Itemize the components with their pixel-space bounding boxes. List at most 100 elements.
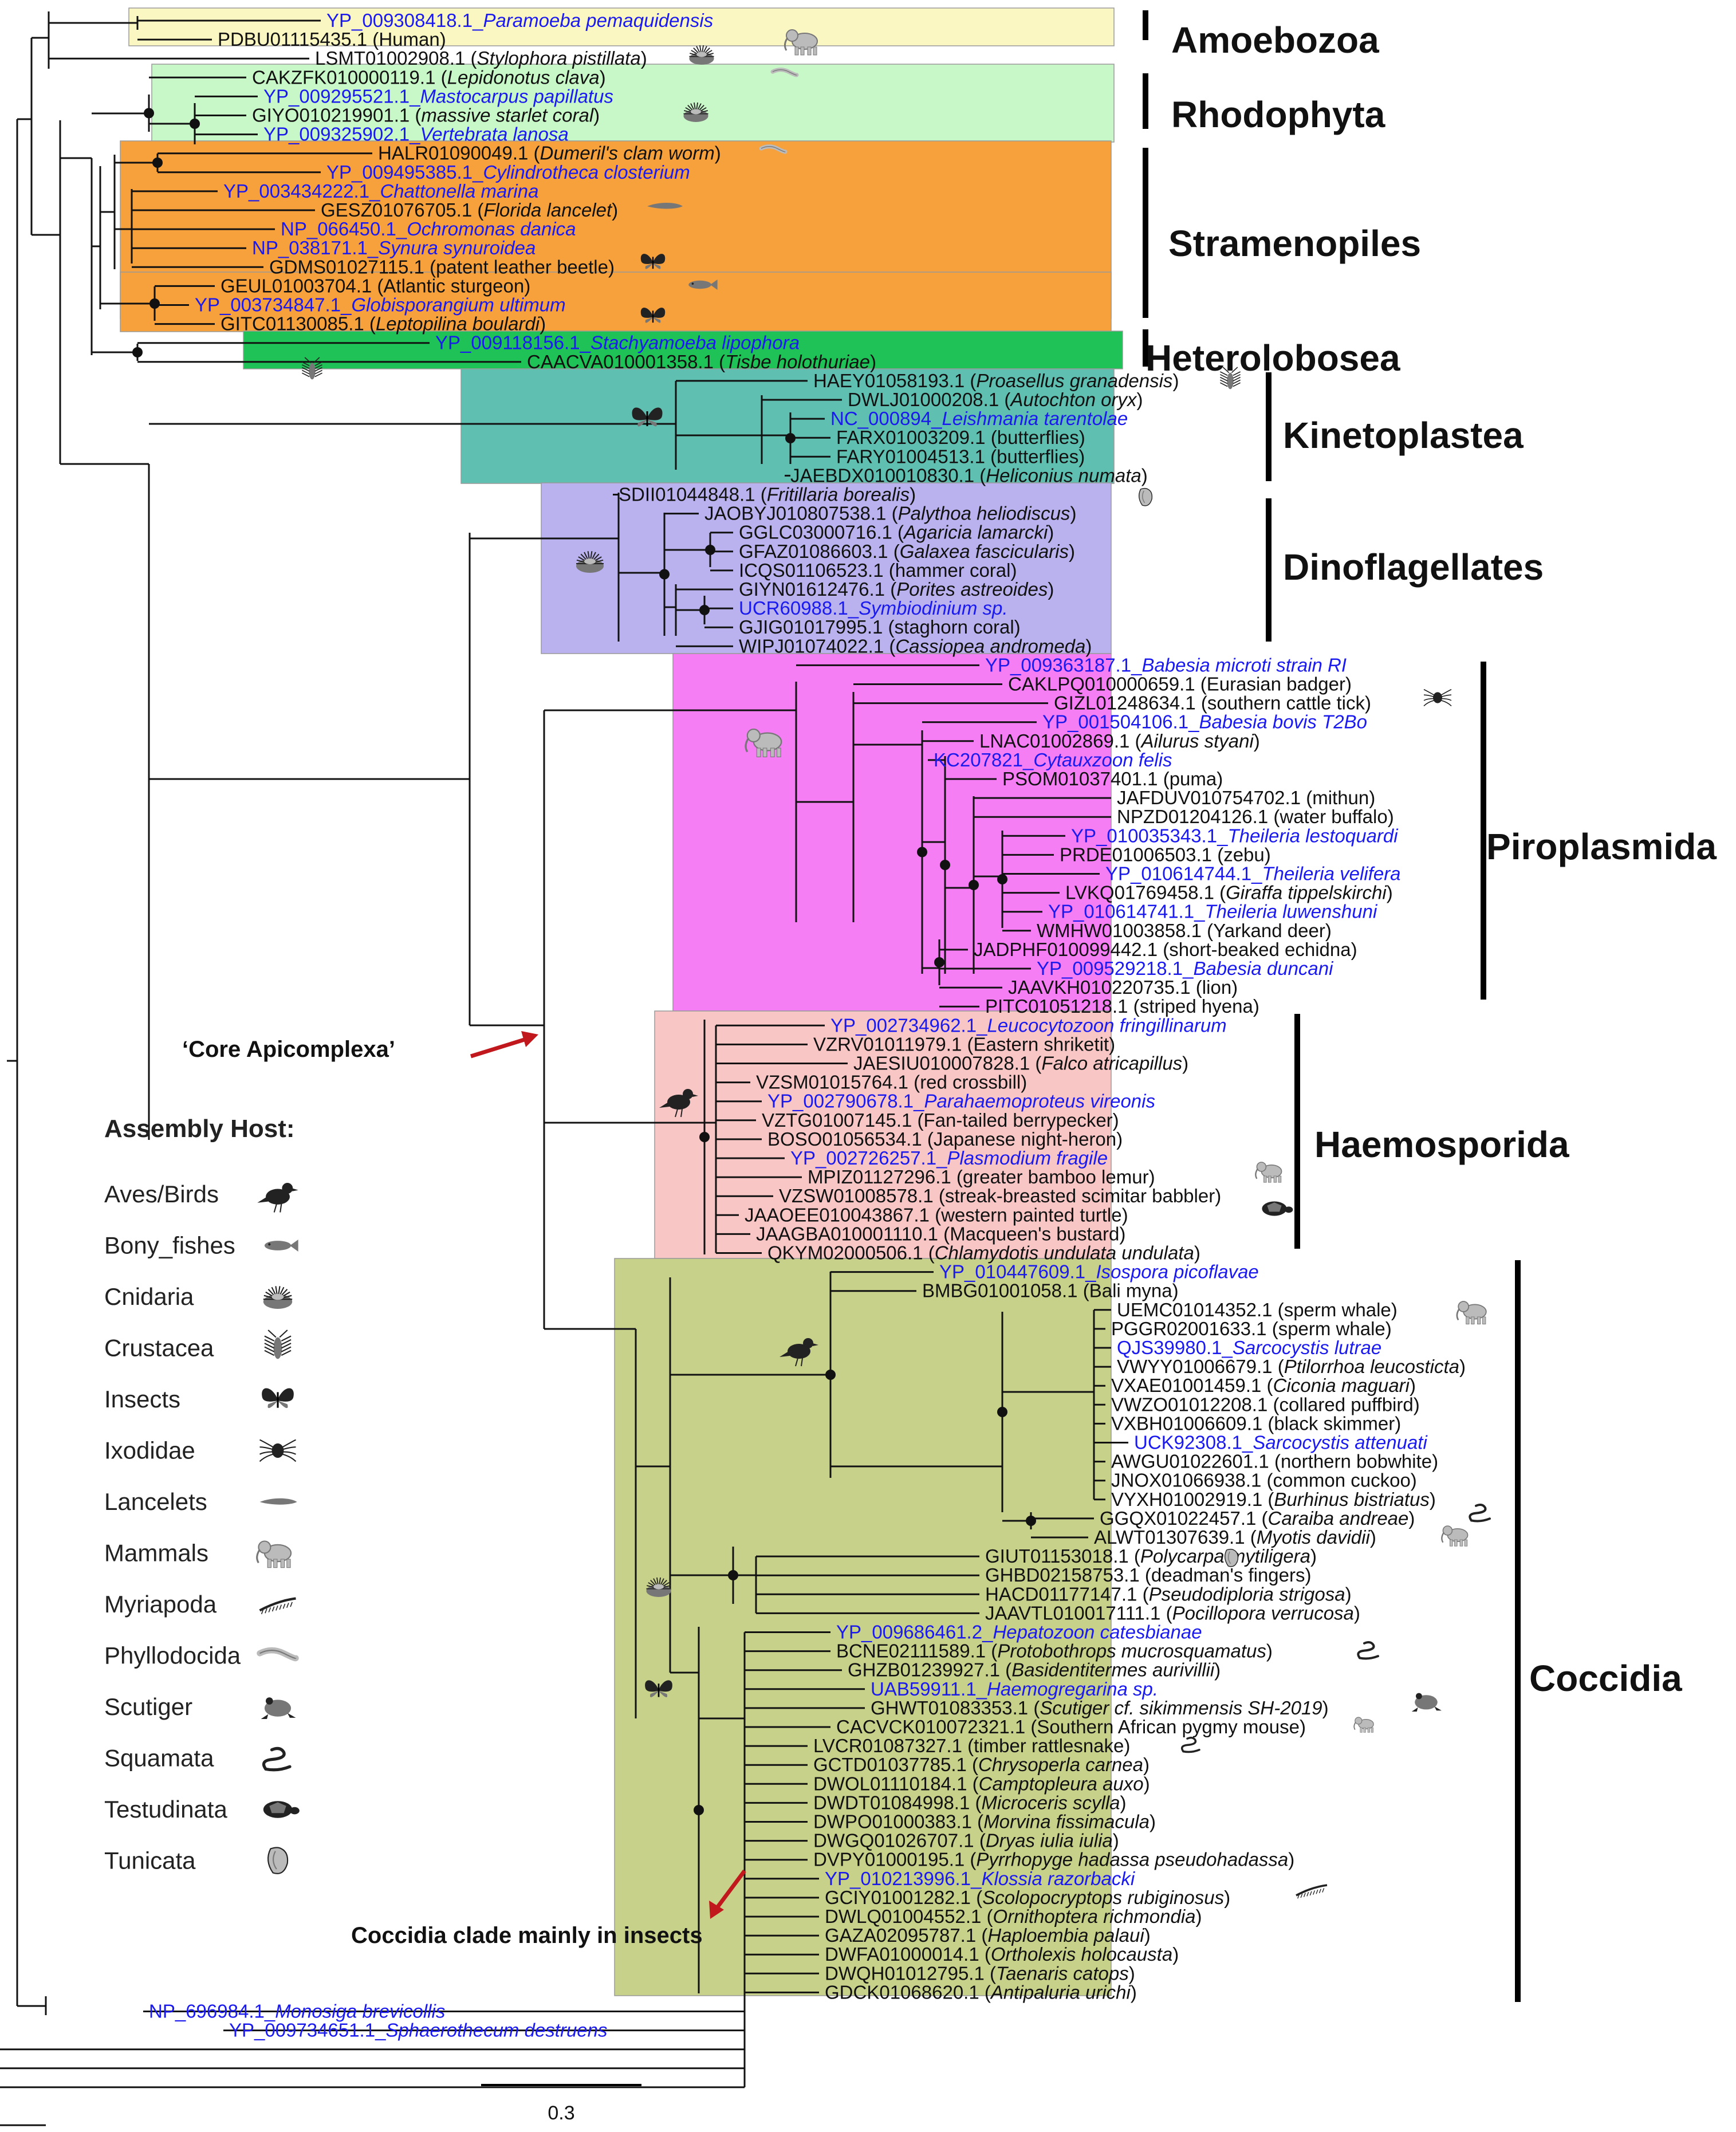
leaf-host-name: Scolopocryptops rubiginosus [982,1887,1224,1908]
leaf-accession: GIUT01153018.1 [985,1545,1129,1567]
clade-band-kinetoplastea [460,368,1115,484]
leaf-label: JAAVTL010017111.1 (Pocillopora verrucosa… [985,1602,1360,1623]
leaf-paren: ) [1214,1659,1221,1681]
leaf-label: CAACVA010001358.1 (Tisbe holothuriae) [527,351,876,372]
legend-item-label: Squamata [104,1745,214,1772]
leaf-accession: LSMT01002908.1 [315,48,465,69]
leaf-paren: ) [1224,1887,1230,1908]
centipede-icon [1296,1884,1328,1899]
leaf-paren: ( [883,616,894,638]
leaf-paren: ( [922,1128,934,1150]
leaf-paren: ) [1432,1451,1438,1472]
leaf-paren: ( [1078,1280,1089,1301]
leaf-label: GIZL01248634.1 (southern cattle tick) [1054,693,1371,714]
leaf-paren: ) [440,29,446,50]
leaf-paren: ( [1261,1375,1273,1396]
leaf-host-name: Heliconius numata [986,465,1141,486]
leaf-paren: ( [1212,844,1223,865]
leaf-paren: ) [1172,370,1179,391]
leaf-paren: ) [600,66,606,88]
leaf-paren: ) [1048,579,1054,600]
leaf-label: VXAE01001459.1 (Ciconia maguari) [1111,1375,1416,1396]
leaf-accession: NP_066450.1_ [281,218,407,239]
leaf-accession: JAFDUV010754702.1 [1117,787,1301,808]
leaf-paren: ) [1149,1166,1155,1187]
leaf-paren: ( [962,1735,974,1756]
leaf-label: CAKLPQ010000659.1 (Eurasian badger) [1008,674,1352,695]
leaf-accession: GHBD02158753.1 [985,1564,1140,1586]
leaf-label: VZSM01015764.1 (red crossbill) [756,1072,1027,1093]
leaf-paren: ) [1109,1033,1115,1055]
leaf-paren: ) [1411,1470,1417,1491]
leaf-label: JAAOEE010043867.1 (western painted turtl… [745,1204,1128,1225]
leaf-paren: ( [1269,1451,1281,1472]
leaf-species: Symbiodinium sp. [859,597,1007,619]
leaf-label: JAESIU010007828.1 (Falco atricapillus) [853,1053,1188,1074]
leaf-label: GESZ01076705.1 (Florida lancelet) [321,199,618,221]
leaf-paren: ( [892,522,904,543]
leaf-accession: NP_038171.1_ [252,237,379,258]
leaf-host-name: Agaricia lamarcki [903,522,1049,543]
leaf-paren: ) [1217,768,1223,789]
leaf-accession: GHZB01239927.1 [848,1659,1000,1681]
leaf-paren: ) [1131,1981,1137,2003]
leaf-host-name: Giraffa tippelskirchi [1226,882,1387,903]
legend-item-label: Testudinata [104,1796,227,1823]
leaf-host-name: Human [379,29,439,50]
leaf-species: Theileria velifera [1262,863,1400,884]
leaf-accession: GIYO010219901.1 [252,105,410,126]
leaf-accession: CAACVA010001358.1 [527,351,714,372]
leaf-species: Sphaerothecum destruens [385,2020,607,2041]
leaf-label: GDCK01068620.1 (Antipaluria urichi) [825,1981,1137,2003]
leaf-accession: JAESIU010007828.1 [853,1053,1030,1074]
leaf-paren: ( [1129,730,1141,752]
leaf-label: JAAVKH010220735.1 (lion) [1008,977,1238,998]
leaf-species: Monosiga brevicollis [275,2001,445,2022]
leaf-accession: JAAVKH010220735.1 [1008,977,1191,998]
leaf-host-name: Dryas iulia iulia [986,1830,1113,1851]
leaf-accession: DWDT01084998.1 [813,1792,970,1813]
leaf-host-name: Proasellus granadensis [976,370,1172,391]
leaf-host-name: Palythoa heliodiscus [898,503,1070,524]
leaf-paren: ) [1113,1110,1119,1131]
leaf-paren: ( [1158,939,1169,960]
leaf-accession: GHWT01083353.1 [871,1697,1028,1718]
leaf-paren: ( [410,105,421,126]
leaf-label: PSOM01037401.1 (puma) [1002,768,1223,789]
leaf-host-name: Autochton oryx [1009,389,1137,410]
leaf-host-name: greater bamboo lemur [963,1166,1149,1187]
leaf-host-name: Ortholexis holocausta [991,1944,1172,1965]
leaf-label: YP_010213996.1_Klossia razorbacki [825,1868,1136,1889]
leaf-accession: DWGQ01026707.1 [813,1830,974,1851]
leaf-host-name: zebu [1223,844,1265,865]
leaf-paren: ( [884,635,895,656]
leaf-paren: ) [1144,1773,1150,1794]
leaf-label: VWYY01006679.1 (Ptilorrhoa leucosticta) [1117,1356,1466,1377]
leaf-paren: ( [528,143,540,164]
leaf-accession: DWPO01000383.1 [813,1811,972,1832]
leaf-label: PGGR02001633.1 (sperm whale) [1111,1318,1392,1339]
leaf-accession: DVPY01000195.1 [813,1849,965,1870]
leaf-label: VZRV01011979.1 (Eastern shriketit) [813,1033,1115,1055]
leaf-accession: MPIZ01127296.1 [808,1166,951,1187]
leaf-accession: GGLC03000716.1 [739,522,892,543]
leaf-paren: ( [755,484,767,505]
annotation-core-apicomplexa: ‘Core Apicomplexa’ [182,1037,395,1062]
leaf-species: Hepatozoon catesbianae [993,1622,1202,1643]
clade-band-stramenopiles [120,272,1112,332]
leaf-label: JNOX01066938.1 (common cuckoo) [1111,1470,1417,1491]
leaf-host-name: common cuckoo [1273,1470,1411,1491]
leaf-label: GHBD02158753.1 (deadman's fingers) [985,1564,1312,1586]
leaf-species: Synura synuroidea [378,237,536,258]
snake-icon [1357,1641,1380,1660]
leaf-accession: YP_010614744.1_ [1105,863,1262,884]
leaf-host-name: Taenaris catops [996,1962,1129,1984]
leaf-host-name: Tisbe holothuriae [725,351,870,372]
tree-branches [0,11,1128,2126]
leaf-label: NP_696984.1_Monosiga brevicollis [149,2001,445,2022]
leaf-host-name: Dumeril's clam worm [540,143,715,164]
leaf-host-name: sperm whale [1284,1299,1391,1320]
leaf-paren: ) [1253,996,1259,1017]
leaf-accession: GJIG01017995.1 [739,616,883,638]
leaf-paren: ( [970,1792,981,1813]
